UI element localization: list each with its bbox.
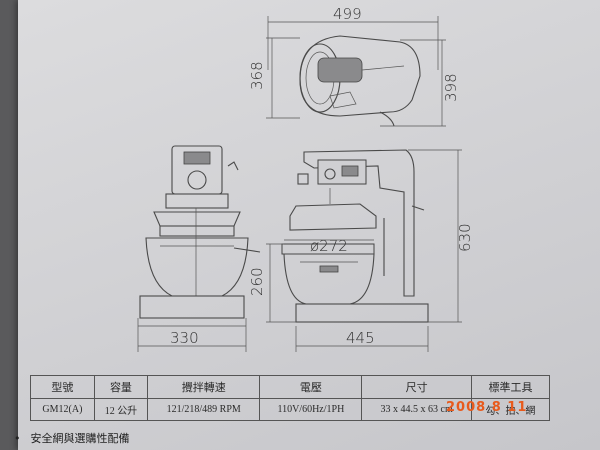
side-height-label: 630	[456, 223, 474, 252]
spec-header-capacity: 容量	[93, 375, 149, 399]
top-view: 499 368 398	[248, 5, 460, 127]
spec-model: GM12(A)	[30, 398, 95, 421]
front-base-width-label: 330	[170, 329, 199, 347]
table-row: GM12(A) 12 公升 121/218/489 RPM 110V/60Hz/…	[30, 398, 551, 421]
spec-voltage: 110V/60Hz/1PH	[259, 398, 363, 421]
footnote: • 安全網與選購性配備	[14, 430, 130, 446]
spec-header-voltage: 電壓	[259, 375, 363, 399]
side-depth-label: 445	[346, 329, 375, 347]
top-width-label: 499	[333, 5, 362, 23]
spec-header-tools: 標準工具	[470, 375, 551, 399]
spec-table-header-row: 型號 容量 攪拌轉速 電壓 尺寸 標準工具	[30, 375, 551, 399]
front-view: 330	[137, 145, 261, 352]
bullet-icon: •	[14, 432, 21, 445]
date-stamp: 2008 8 11	[446, 400, 528, 415]
top-overall-depth-label: 398	[442, 73, 460, 102]
spec-header-dimensions: 尺寸	[361, 375, 472, 399]
spec-table: 型號 容量 攪拌轉速 電壓 尺寸 標準工具 GM12(A) 12 公升 121/…	[30, 375, 551, 421]
spec-speed: 121/218/489 RPM	[147, 398, 261, 421]
spec-tools: 勾、拍、網	[470, 398, 551, 421]
side-view: ø272 260 630 445	[248, 149, 474, 352]
spec-capacity: 12 公升	[93, 398, 149, 421]
side-bowl-diameter-label: ø272	[310, 237, 348, 255]
spec-header-speed: 攪拌轉速	[147, 375, 261, 399]
side-bowl-height-label: 260	[248, 267, 266, 296]
spec-header-model: 型號	[30, 375, 95, 399]
footnote-text: 安全網與選購性配備	[30, 432, 130, 445]
top-depth-label: 368	[248, 61, 266, 90]
